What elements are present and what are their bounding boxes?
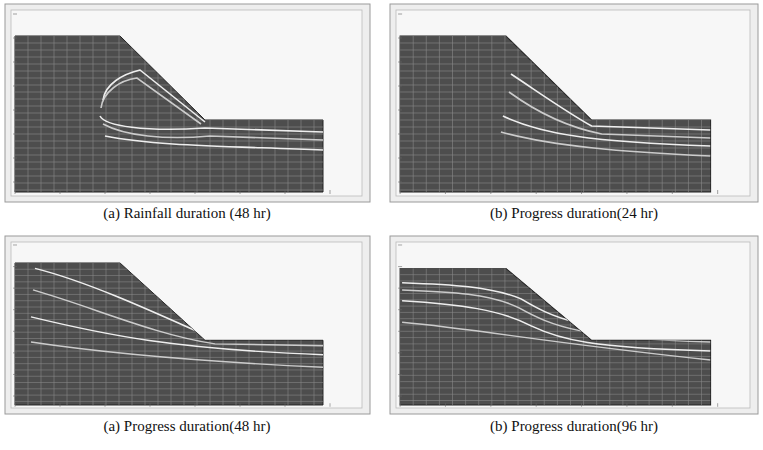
figure-caption: (a) Rainfall duration (48 hr) (101, 205, 272, 222)
axis-tick (330, 190, 331, 194)
axis-tick (15, 190, 16, 194)
axis-tick (398, 331, 402, 332)
axis-tick (15, 403, 16, 407)
plot-frame (390, 4, 758, 202)
axis-tick (60, 190, 61, 194)
fe-mesh (390, 236, 713, 407)
axis-tick (398, 158, 402, 159)
axis-tick (398, 374, 402, 375)
slope-ground (15, 36, 323, 192)
axis-tick (13, 309, 17, 310)
axis-tick (13, 86, 17, 87)
fe-mesh (390, 4, 713, 194)
axis-tick (672, 190, 673, 194)
plot-frame (5, 236, 370, 414)
axis-tick (490, 403, 491, 407)
pressure-contours (501, 74, 711, 156)
axis-tick (398, 14, 402, 15)
axis-tick (536, 403, 537, 407)
axis-tick (330, 403, 331, 407)
axis-tick (581, 403, 582, 407)
axis-tick (398, 110, 402, 111)
axis-tick (150, 190, 151, 194)
axis-tick (717, 190, 718, 194)
plot-panel (5, 236, 370, 414)
pressure-contours (100, 70, 323, 150)
axis-tick (60, 403, 61, 407)
axis-tick (240, 403, 241, 407)
axis-tick (398, 288, 402, 289)
axis-tick (195, 190, 196, 194)
axis-tick (105, 190, 106, 194)
axis-tick (13, 374, 17, 375)
axis-tick (626, 403, 627, 407)
axis-tick (150, 403, 151, 407)
axis-tick (240, 190, 241, 194)
axis-tick (13, 244, 17, 245)
axis-tick (13, 288, 17, 289)
axis-tick (13, 110, 17, 111)
plot-panel (390, 4, 758, 202)
axis-tick (398, 396, 402, 397)
axis-tick (581, 190, 582, 194)
plot-panel (5, 4, 370, 202)
axis-tick (626, 190, 627, 194)
pressure-contours (31, 268, 323, 367)
axis-tick (195, 403, 196, 407)
pressure-contours (402, 283, 711, 360)
plot-area (396, 10, 750, 196)
fe-mesh (5, 236, 325, 407)
axis-tick (285, 190, 286, 194)
axis-tick (13, 158, 17, 159)
plot-panel (390, 236, 758, 414)
axis-tick (398, 352, 402, 353)
axis-tick (398, 38, 402, 39)
plot-area (11, 10, 362, 196)
plot-frame (390, 236, 758, 414)
slope-ground (400, 268, 711, 405)
axis-tick (13, 396, 17, 397)
axis-tick (13, 266, 17, 267)
axis-tick (490, 190, 491, 194)
axis-tick (398, 134, 402, 135)
axis-tick (398, 86, 402, 87)
plot-frame (5, 4, 370, 202)
axis-tick (445, 190, 446, 194)
axis-tick (13, 331, 17, 332)
slope-ground (15, 263, 323, 405)
slope-ground (400, 36, 711, 192)
fe-mesh (5, 4, 325, 194)
axis-tick (672, 403, 673, 407)
axis-tick (398, 182, 402, 183)
axis-tick (536, 190, 537, 194)
axis-tick (398, 309, 402, 310)
axis-tick (13, 352, 17, 353)
axis-tick (400, 403, 401, 407)
axis-tick (13, 182, 17, 183)
axis-tick (398, 266, 402, 267)
plot-area (11, 242, 362, 408)
figure-caption: (a) Progress duration(48 hr) (101, 418, 272, 435)
figure-caption: (b) Progress duration(24 hr) (488, 205, 660, 222)
axis-tick (445, 403, 446, 407)
axis-tick (13, 134, 17, 135)
axis-tick (717, 403, 718, 407)
figure-caption: (b) Progress duration(96 hr) (488, 418, 660, 435)
axis-tick (13, 14, 17, 15)
axis-tick (398, 62, 402, 63)
axis-tick (13, 62, 17, 63)
axis-tick (13, 38, 17, 39)
axis-tick (400, 190, 401, 194)
axis-tick (285, 403, 286, 407)
axis-tick (398, 244, 402, 245)
axis-tick (105, 403, 106, 407)
